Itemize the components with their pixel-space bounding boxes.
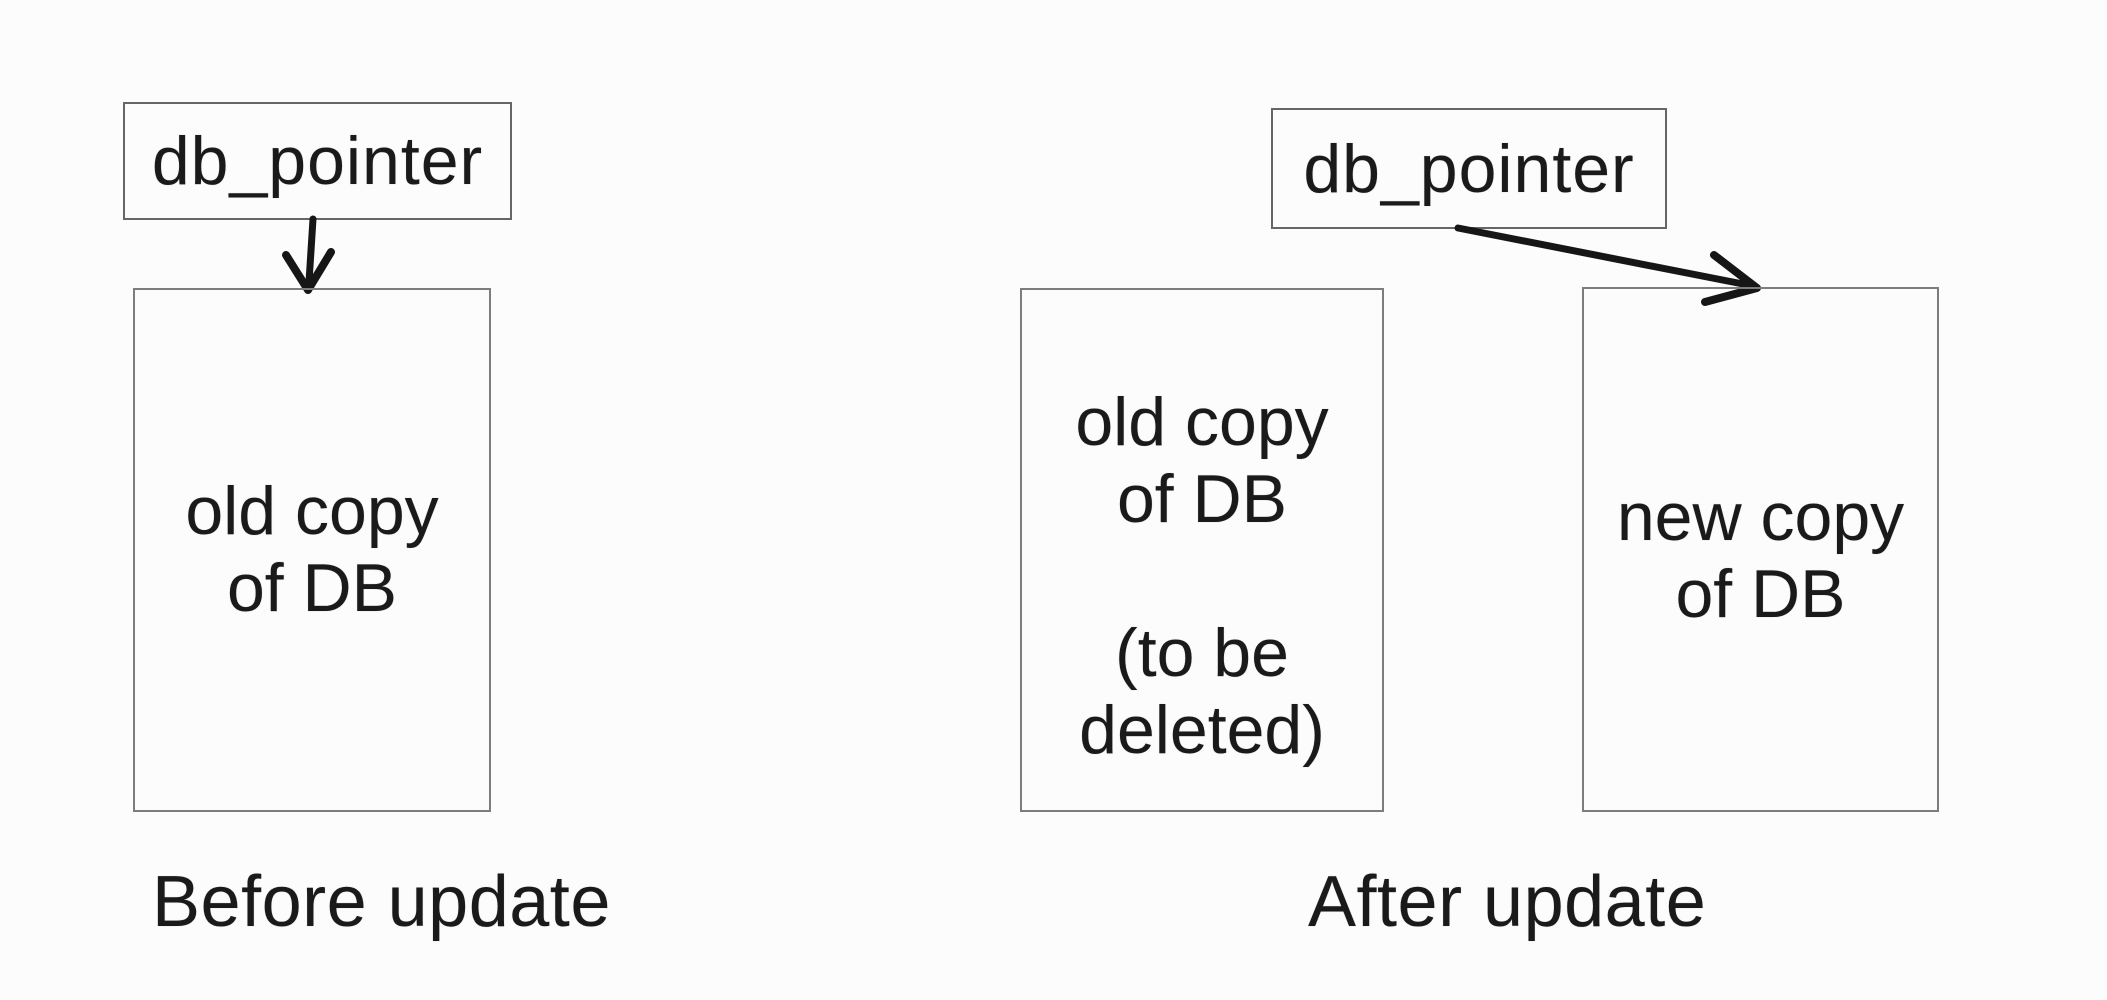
old-db-label-before: old copy of DB xyxy=(185,473,439,626)
db-pointer-label-after: db_pointer xyxy=(1303,130,1635,207)
new-db-box-after: new copy of DB xyxy=(1582,287,1939,812)
new-db-label-after: new copy of DB xyxy=(1616,478,1905,632)
old-db-label-after: old copy of DB (to be deleted) xyxy=(1075,383,1329,768)
db-pointer-label-before: db_pointer xyxy=(151,123,484,199)
caption-before-update: Before update xyxy=(152,862,611,942)
old-db-box-after: old copy of DB (to be deleted) xyxy=(1020,288,1384,812)
old-db-box-before: old copy of DB xyxy=(133,288,491,812)
db-pointer-box-after: db_pointer xyxy=(1271,108,1667,229)
caption-after-update: After update xyxy=(1308,862,1707,942)
db-pointer-box-before: db_pointer xyxy=(123,102,512,220)
